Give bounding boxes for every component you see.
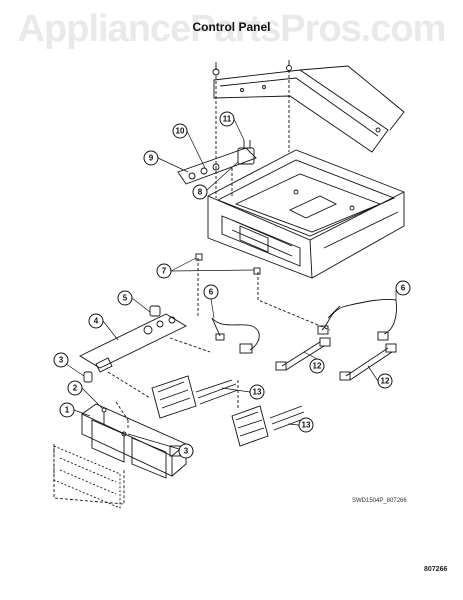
callout-6a: 6 (203, 284, 219, 300)
svg-text:11: 11 (223, 115, 232, 124)
console-housing (207, 149, 405, 279)
svg-text:3: 3 (184, 447, 189, 456)
svg-text:8: 8 (198, 188, 203, 197)
callout-7: 7 (156, 263, 172, 279)
svg-text:1: 1 (65, 406, 70, 415)
callout-5: 5 (117, 290, 133, 306)
drawing-number: 807266 (424, 566, 448, 573)
control-board-lower (231, 405, 307, 447)
callout-4: 4 (88, 313, 104, 329)
wire-harness-left (211, 317, 260, 354)
wire-harness-right (317, 299, 397, 341)
front-panel (81, 403, 187, 479)
svg-text:12: 12 (381, 377, 390, 386)
svg-text:5: 5 (123, 294, 128, 303)
rear-bracket (212, 60, 405, 153)
svg-text:2: 2 (73, 384, 78, 393)
callout-6b: 6 (395, 280, 411, 296)
svg-text:7: 7 (162, 267, 167, 276)
callout-1: 1 (59, 402, 75, 418)
svg-text:13: 13 (302, 421, 311, 430)
callout-2: 2 (67, 380, 83, 396)
svg-text:13: 13 (253, 388, 262, 397)
svg-text:12: 12 (313, 362, 322, 371)
figure-code: SWD1504P_807266 (352, 498, 407, 504)
leader-lines (53, 70, 331, 505)
svg-text:10: 10 (176, 127, 185, 136)
knob-assembly (177, 140, 257, 185)
fasteners-7 (195, 253, 261, 275)
callouts: 1 2 3 3 4 5 6 6 7 8 9 10 11 12 12 13 13 (53, 111, 411, 459)
mounting-template (53, 445, 121, 509)
callout-3b: 3 (178, 443, 194, 459)
svg-text:3: 3 (59, 356, 64, 365)
callout-12b: 12 (377, 373, 393, 389)
diagram-title: Control Panel (192, 20, 271, 34)
callout-8: 8 (192, 184, 208, 200)
svg-text:4: 4 (94, 317, 99, 326)
svg-text:9: 9 (149, 154, 154, 163)
callout-3a: 3 (53, 352, 69, 368)
control-board-upper (151, 375, 239, 419)
wire-harness-12 (275, 337, 397, 381)
callout-13b: 13 (298, 417, 314, 433)
watermark: AppliancePartsPros.com (17, 8, 447, 50)
callout-9: 9 (143, 150, 159, 166)
callout-13a: 13 (249, 384, 265, 400)
svg-text:6: 6 (209, 288, 214, 297)
callout-11: 11 (219, 111, 235, 127)
callout-10: 10 (172, 123, 188, 139)
svg-text:6: 6 (401, 284, 406, 293)
callout-12a: 12 (309, 358, 325, 374)
callout-leaders (65, 118, 397, 450)
